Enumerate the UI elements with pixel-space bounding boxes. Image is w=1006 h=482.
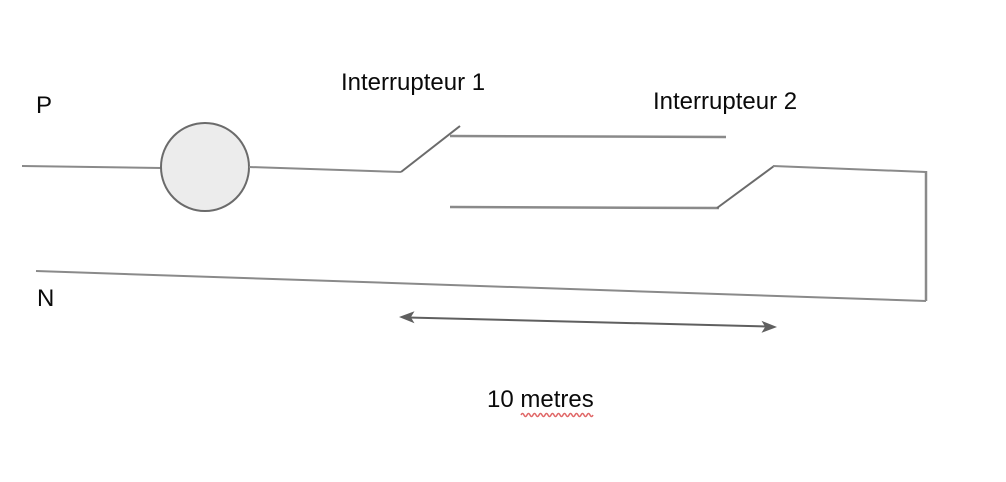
- shuttle-wire-bottom: [449, 205, 720, 210]
- shuttle-wire-top: [449, 134, 727, 139]
- switch2-label: Interrupteur 2: [653, 88, 797, 115]
- neutral-label: N: [37, 285, 54, 312]
- phase-label: P: [36, 92, 52, 119]
- distance-arrow-left-head: [399, 311, 415, 324]
- lamp-circle: [160, 122, 250, 212]
- distance-label: 10 metres: [487, 386, 594, 413]
- wire-lamp-to-switch1: [248, 166, 402, 173]
- phase-wire-left: [21, 165, 162, 169]
- distance-arrow-shaft: [402, 316, 774, 328]
- spellcheck-squiggle: [520, 412, 594, 418]
- wire-switch2-to-right: [772, 165, 927, 173]
- switch2-blade: [716, 165, 775, 209]
- switch1-label: Interrupteur 1: [341, 69, 485, 96]
- neutral-wire: [35, 270, 927, 302]
- distance-arrow-right-head: [761, 320, 777, 333]
- switch1-blade: [400, 125, 461, 173]
